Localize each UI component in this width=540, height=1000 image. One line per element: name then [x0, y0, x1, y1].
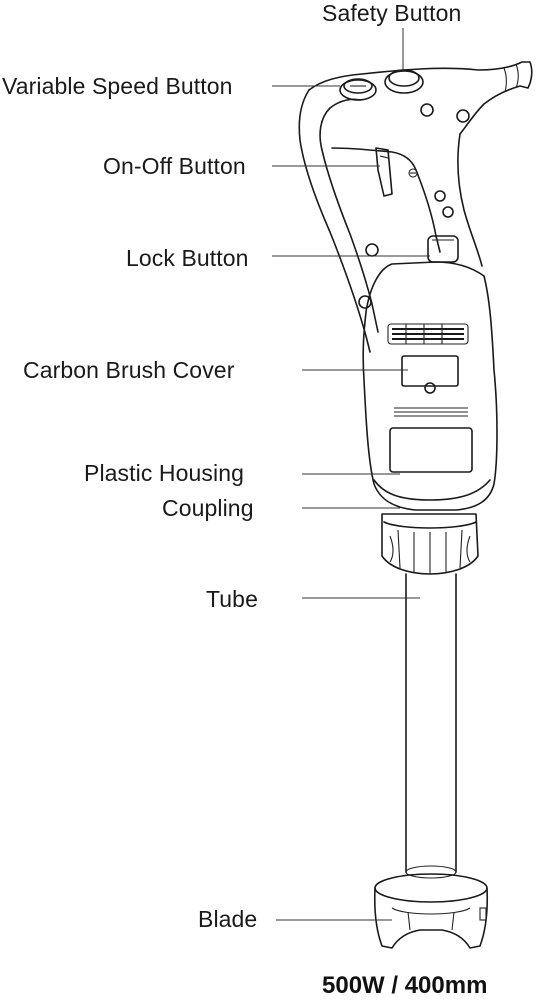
label-lock-button: Lock Button: [126, 245, 249, 271]
lower-vent-grille: [394, 407, 468, 417]
handle-drawing: [298, 61, 533, 353]
upper-vent-grille: [387, 323, 469, 345]
tube-drawing: [405, 573, 457, 879]
label-blade: Blade: [198, 906, 258, 932]
label-safety-button: Safety Button: [322, 0, 462, 26]
spec-caption: 500W / 400mm: [322, 972, 488, 999]
label-coupling: Coupling: [162, 495, 254, 521]
housing-drawing: [362, 261, 498, 511]
label-variable-speed-button: Variable Speed Button: [2, 73, 233, 99]
label-plastic-housing: Plastic Housing: [84, 460, 245, 486]
label-carbon-brush-cover: Carbon Brush Cover: [23, 357, 235, 383]
leader-lines: [272, 28, 430, 921]
coupling-drawing: [381, 513, 479, 575]
label-on-off-button: On-Off Button: [103, 153, 246, 179]
label-tube: Tube: [206, 586, 258, 612]
blade-guard-drawing: [373, 873, 489, 949]
